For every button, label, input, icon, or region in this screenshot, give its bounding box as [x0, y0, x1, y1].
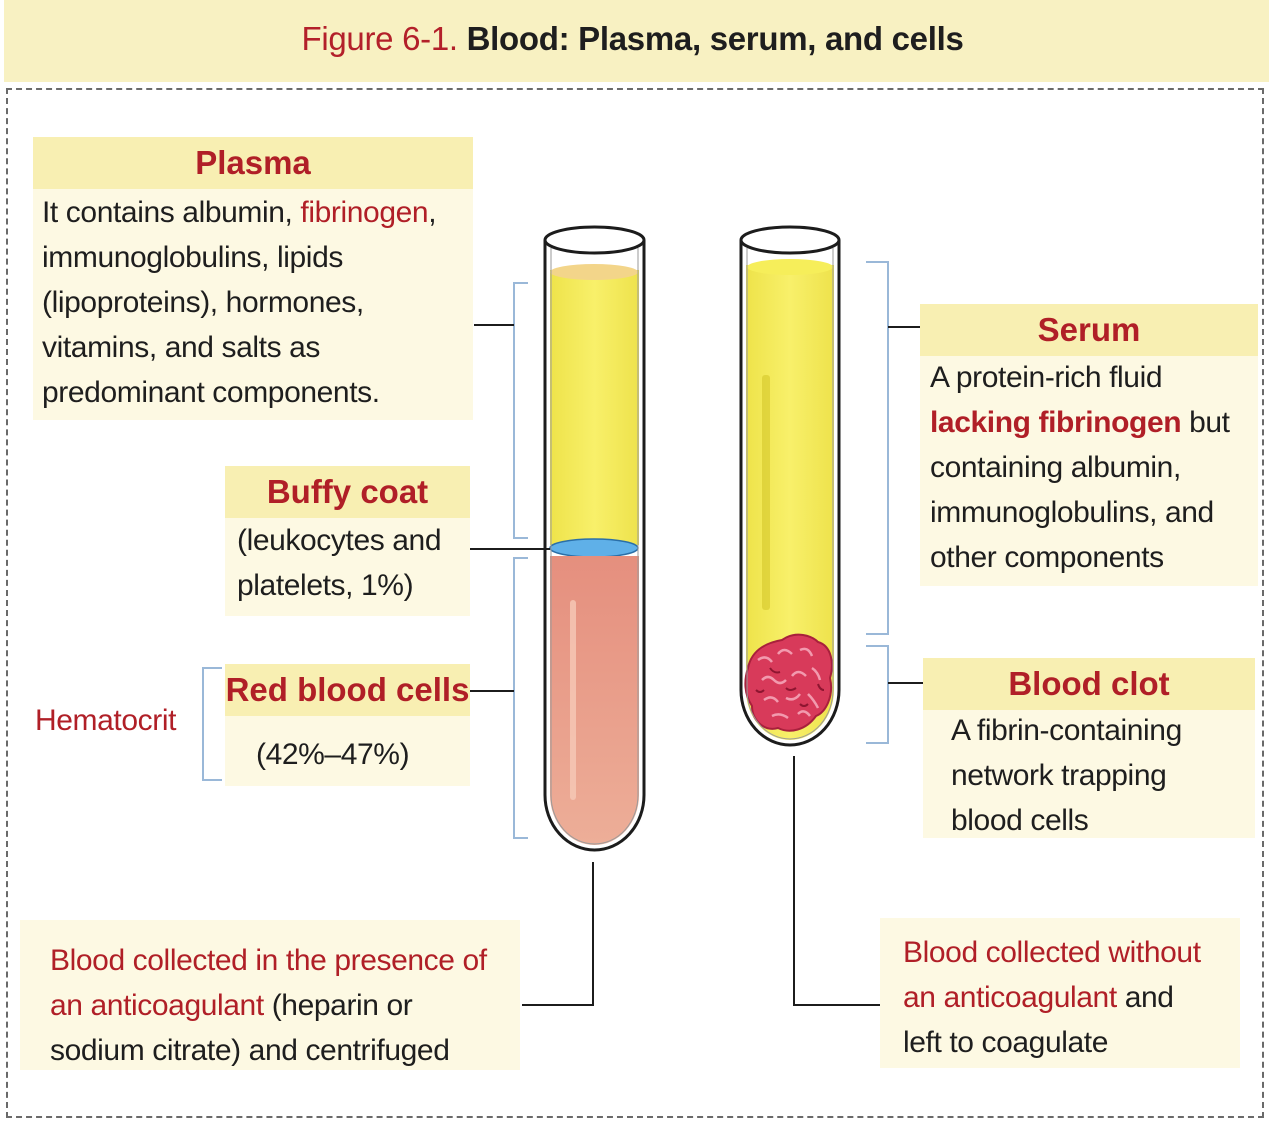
figure-frame [6, 88, 1264, 1118]
buffy-heading: Buffy coat [225, 466, 470, 518]
rbc-percentage: (42%–47%) [256, 738, 410, 771]
plasma-heading: Plasma [33, 137, 473, 189]
serum-description: A protein-rich fluid lacking fibrinogen … [930, 361, 1230, 574]
right-tube-glass-inner [746, 248, 834, 740]
hematocrit-bracket [202, 667, 222, 781]
left-tube-glass [543, 240, 646, 852]
plasma-box [33, 188, 473, 420]
no-anticoagulant-box [880, 918, 1240, 1068]
no-anticoagulant-caption: Blood collected without an anticoagulant… [903, 936, 1201, 1059]
title-band [4, 0, 1269, 82]
right-tube-glass [739, 240, 841, 747]
fibrinogen-term: fibrinogen [300, 196, 429, 229]
centrifuged-tube [543, 225, 646, 852]
plasma-bracket [513, 282, 528, 539]
blood-clot [744, 633, 833, 732]
coagulated-tube [739, 225, 841, 747]
figure-caption: Blood: Plasma, serum, and cells [466, 20, 964, 57]
leader-lines [470, 324, 923, 1006]
rbc-box [225, 716, 470, 786]
rbc-heading: Red blood cells [225, 664, 470, 716]
serum-highlight [762, 375, 770, 610]
figure-number: Figure 6-1. [301, 20, 458, 57]
cells-bracket [513, 557, 528, 839]
clot-bracket [866, 645, 889, 744]
serum-bracket [866, 261, 889, 635]
clot-heading: Blood clot [923, 658, 1255, 710]
right-tube-leader [793, 756, 880, 1006]
hematocrit-label: Hematocrit [35, 704, 177, 737]
anticoagulant-box [20, 920, 520, 1070]
clot-description: A fibrin-containing network trapping blo… [951, 714, 1182, 837]
serum-heading: Serum [920, 304, 1258, 356]
clot-box [923, 708, 1255, 838]
anticoagulant-caption: Blood collected in the presence of an an… [50, 944, 487, 1067]
buffy-description: (leukocytes and platelets, 1%) [237, 524, 442, 602]
brackets [202, 261, 889, 839]
left-tube-leader [522, 862, 594, 1006]
serum-box [920, 354, 1258, 586]
left-tube-glass-inner [550, 248, 639, 845]
buffy-coat-layer [549, 538, 639, 558]
left-tube-rim [543, 225, 646, 255]
plasma-description: It contains albumin, fibrinogen, immunog… [42, 196, 437, 409]
buffy-box [225, 516, 470, 616]
right-tube-rim [739, 225, 841, 255]
plasma-layer [550, 270, 639, 545]
rbc-layer [550, 556, 639, 845]
plasma-meniscus [550, 264, 638, 280]
serum-meniscus [747, 259, 833, 275]
figure-title: Figure 6-1. Blood: Plasma, serum, and ce… [0, 20, 1265, 58]
lacking-fibrinogen-term: lacking fibrinogen [930, 406, 1182, 439]
rbc-highlight [570, 600, 576, 800]
